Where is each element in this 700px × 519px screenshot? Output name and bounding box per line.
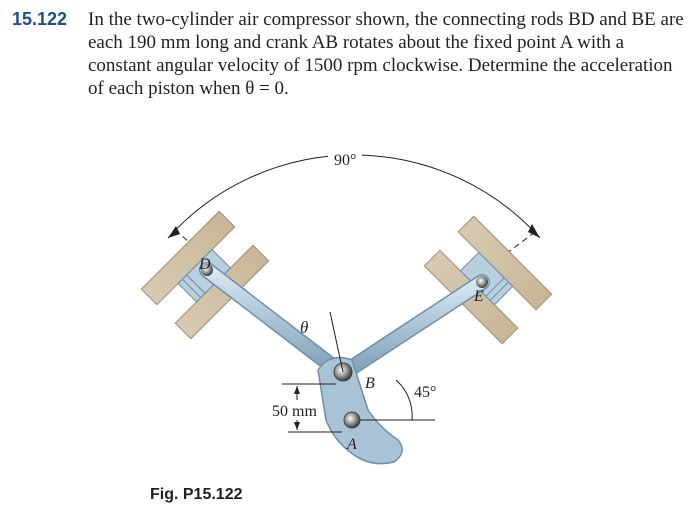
label-50mm: 50 mm <box>272 403 317 420</box>
pin-a <box>343 411 361 429</box>
rod-bd-inner <box>200 263 347 379</box>
problem-number: 15.122 <box>12 9 68 29</box>
arc-arrowhead-right <box>528 224 540 238</box>
label-e: E <box>473 288 484 305</box>
pin-e <box>476 276 488 288</box>
angle-45-arc <box>395 379 413 421</box>
label-theta: θ <box>300 318 308 337</box>
dim-arrowhead-bottom <box>294 422 300 430</box>
problem-text: In the two-cylinder air compressor shown… <box>88 9 684 99</box>
arc-arrowhead-left <box>168 226 180 238</box>
rod-be-inner <box>338 275 489 379</box>
label-90: 90° <box>334 152 356 169</box>
problem-statement: 15.122 In the two-cylinder air compresso… <box>12 8 692 100</box>
figure-caption: Fig. P15.122 <box>150 486 243 503</box>
label-b: B <box>365 375 375 392</box>
dim-arrowhead-top <box>294 386 300 394</box>
label-45: 45° <box>414 384 436 401</box>
crank-ab <box>317 356 403 465</box>
pin-d <box>201 264 213 276</box>
label-a: A <box>346 436 357 453</box>
theta-line <box>329 311 344 373</box>
label-90-bg <box>328 150 362 168</box>
label-d: D <box>198 256 211 273</box>
